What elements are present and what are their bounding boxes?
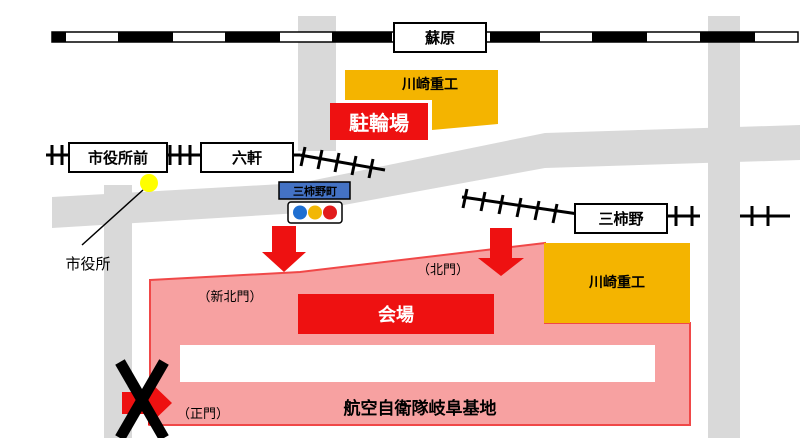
station-shiyakushomae: 市役所前: [68, 142, 168, 173]
signal-lamp-blue: [293, 205, 307, 220]
main-road: [52, 125, 800, 228]
station-mikakino: 三柿野: [574, 203, 668, 234]
closed-x-icon: [115, 359, 169, 438]
railway-right: [461, 188, 790, 226]
railway-top-dashes: [52, 32, 755, 42]
main-gate-label: （正門）: [176, 406, 229, 422]
station-roken: 六軒: [200, 142, 294, 173]
parking-area: [330, 103, 428, 140]
kawasaki-top-block: [345, 70, 498, 130]
kawasaki-right-block: [544, 243, 690, 323]
north-gate-arrow: [478, 228, 524, 276]
new-north-gate-arrow: [262, 226, 306, 272]
venue-block: [298, 294, 494, 334]
north-gate-label: （北門）: [416, 262, 469, 278]
signal-lamp-yellow: [308, 205, 322, 220]
city-hall-label: 市役所: [65, 254, 111, 273]
signal-lamp-red: [323, 205, 337, 220]
kawasaki-top-label: 川崎重工: [402, 77, 458, 93]
hangar-strip: [180, 345, 655, 382]
new-north-gate-label: （新北門）: [197, 289, 263, 305]
signal-label: 三柿野町: [293, 185, 337, 198]
parking-label: 駐輪場: [349, 111, 409, 135]
station-soharu: 蘇原: [393, 22, 487, 53]
air-base-label: 航空自衛隊岐阜基地: [343, 398, 497, 419]
signal-sign: [278, 181, 351, 200]
kawasaki-right-label: 川崎重工: [589, 275, 645, 291]
venue-label: 会場: [378, 305, 414, 326]
city-hall-leader: [81, 189, 144, 246]
city-hall-dot: [140, 174, 158, 192]
road-vertical-right: [708, 16, 740, 438]
